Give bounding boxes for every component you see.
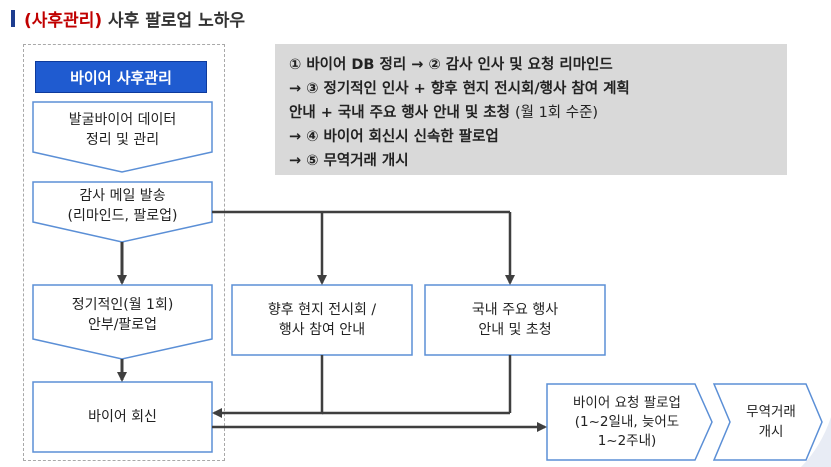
node-domestic-event-shape [424,284,606,356]
node-thanks-mail-shape [32,181,213,243]
title-text: 사후 팔로업 노하우 [108,11,245,31]
node-text: (1~2일내, 늦어도 [574,413,680,430]
node-text: 안부/팔로업 [87,317,158,333]
node-data-cleanup-shape [32,101,213,173]
node-overseas-event: 향후 현지 전시회 / 행사 참여 안내 [232,285,412,355]
node-data-cleanup: 발굴바이어 데이터 정리 및 관리 [33,104,212,156]
title-category: (사후관리) [24,11,103,31]
corner-decoration-graphic [801,417,831,467]
node-request-followup: 바이어 요청 팔로업 (1~2일내, 늦어도 1~2주내) [547,384,707,460]
node-text: 정리 및 관리 [85,132,160,148]
node-text: 행사 참여 안내 [278,322,366,338]
node-regular-greeting-shape [32,284,213,360]
node-buyer-reply: 바이어 회신 [33,382,212,452]
node-text: 향후 현지 전시회 / [267,302,377,318]
node-domestic-event: 국내 주요 행사 안내 및 초청 [425,285,605,355]
node-text: (리마인드, 팔로업) [67,208,178,224]
node-text: 1~2주내) [597,432,657,449]
summary-line-3: 안내 + 국내 주요 행사 안내 및 초청 (월 1회 수준) [289,101,773,125]
summary-line-3-note: (월 1회 수준) [514,105,599,121]
summary-line-4: → ④ 바이어 회신시 신속한 팔로업 [289,129,499,145]
summary-line-1: ① 바이어 DB 정리 → ② 감사 인사 및 요청 리마인드 [289,57,613,73]
arrow-events-to-reply [212,355,324,418]
node-text: 개시 [758,424,784,440]
node-request-followup-shape [546,383,713,461]
summary-line-3-main: 안내 + 국내 주요 행사 안내 및 초청 [289,105,510,121]
summary-line-5: → ⑤ 무역거래 개시 [289,153,409,169]
node-thanks-mail: 감사 메일 발송 (리마인드, 팔로업) [33,184,212,228]
node-text: 바이어 회신 [88,409,157,425]
page-title: (사후관리) 사후 팔로업 노하우 [24,6,245,31]
process-summary-box: ① 바이어 DB 정리 → ② 감사 인사 및 요청 리마인드 → ③ 정기적인… [275,44,787,175]
aftercare-header: 바이어 사후관리 [35,61,207,93]
buyer-aftercare-group [23,44,225,461]
node-text: 무역거래 [746,404,796,420]
node-regular-greeting: 정기적인(월 1회) 안부/팔로업 [33,290,212,340]
node-text: 감사 메일 발송 [79,188,166,204]
node-text: 정기적인(월 1회) [71,297,174,313]
summary-line-2: → ③ 정기적인 인사 + 향후 현지 전시회/행사 참여 계획 [289,81,630,97]
node-text: 안내 및 초청 [478,322,552,338]
node-text: 발굴바이어 데이터 [68,112,177,128]
node-trade-start: 무역거래 개시 [728,384,814,460]
node-buyer-reply-shape [32,381,213,453]
node-trade-start-shape [712,383,823,461]
node-text: 바이어 요청 팔로업 [573,394,681,411]
title-accent-bar [11,10,15,27]
node-text: 국내 주요 행사 [471,302,559,318]
